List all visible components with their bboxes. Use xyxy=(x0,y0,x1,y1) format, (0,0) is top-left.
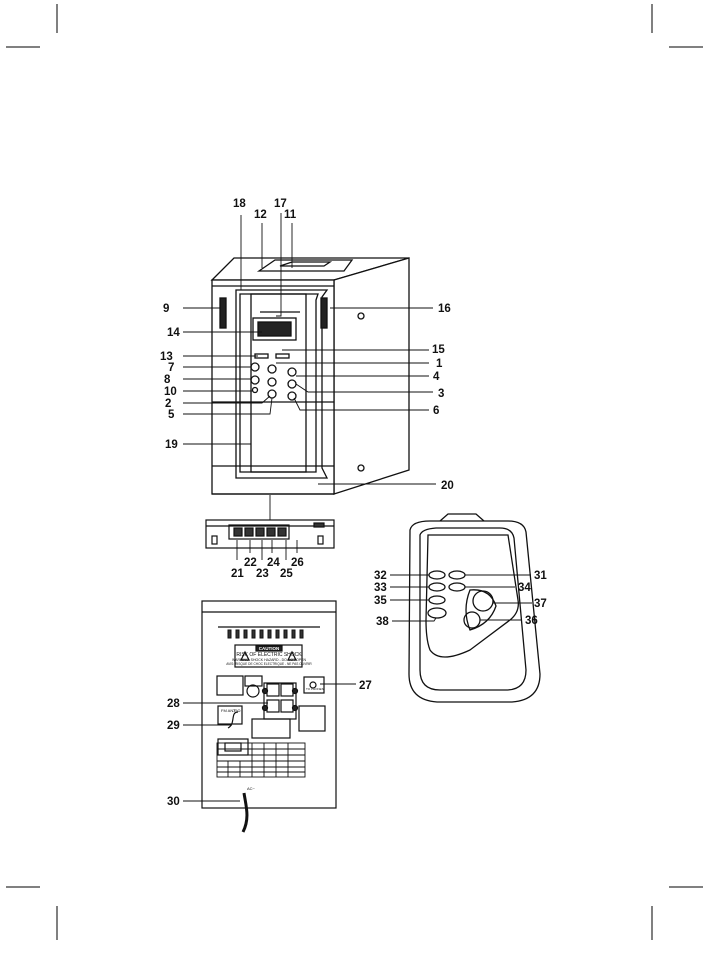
callout-10: 10 xyxy=(164,386,177,398)
callout-7: 7 xyxy=(168,362,174,374)
mains-label: AC~ xyxy=(247,786,256,791)
callout-6: 6 xyxy=(433,405,439,417)
fm-ant-sub: 75Ω xyxy=(233,708,240,713)
callout-32: 32 xyxy=(374,570,387,582)
callout-29: 29 xyxy=(167,720,180,732)
callout-18: 18 xyxy=(233,198,246,210)
callout-4: 4 xyxy=(433,371,440,383)
callout-19: 19 xyxy=(165,439,178,451)
callout-20: 20 xyxy=(441,480,454,492)
front-button-strip xyxy=(206,495,334,548)
callout-25: 25 xyxy=(280,568,293,580)
callout-28: 28 xyxy=(167,698,180,710)
callout-23: 23 xyxy=(256,568,269,580)
callout-12: 12 xyxy=(254,209,267,221)
callout-37: 37 xyxy=(534,598,547,610)
remote-control xyxy=(409,514,540,702)
callout-33: 33 xyxy=(374,582,387,594)
callout-24: 24 xyxy=(267,557,280,569)
caution-line-3: AVIS: RISQUE DE CHOC ELECTRIQUE - NE PAS… xyxy=(226,662,312,666)
callout-5: 5 xyxy=(168,409,175,421)
callout-36: 36 xyxy=(525,615,538,627)
callout-21: 21 xyxy=(231,568,244,580)
callout-34: 34 xyxy=(518,582,531,594)
callout-26: 26 xyxy=(291,557,304,569)
callout-8: 8 xyxy=(164,374,171,386)
callout-38: 38 xyxy=(376,616,389,628)
callout-13: 13 xyxy=(160,351,173,363)
callout-30: 30 xyxy=(167,796,180,808)
callout-16: 16 xyxy=(438,303,451,315)
callout-3: 3 xyxy=(438,388,444,400)
callout-11: 11 xyxy=(284,209,297,221)
caution-title: CAUTION xyxy=(259,646,280,651)
callout-17: 17 xyxy=(274,198,287,210)
callout-22: 22 xyxy=(244,557,257,569)
callout-35: 35 xyxy=(374,595,387,607)
callout-1: 1 xyxy=(436,358,443,370)
callout-9: 9 xyxy=(163,303,169,315)
phones-label: TO PHONES xyxy=(306,687,324,691)
callout-27: 27 xyxy=(359,680,372,692)
callout-15: 15 xyxy=(432,344,445,356)
back-panel xyxy=(202,601,336,832)
callout-14: 14 xyxy=(167,327,180,339)
callout-31: 31 xyxy=(534,570,547,582)
